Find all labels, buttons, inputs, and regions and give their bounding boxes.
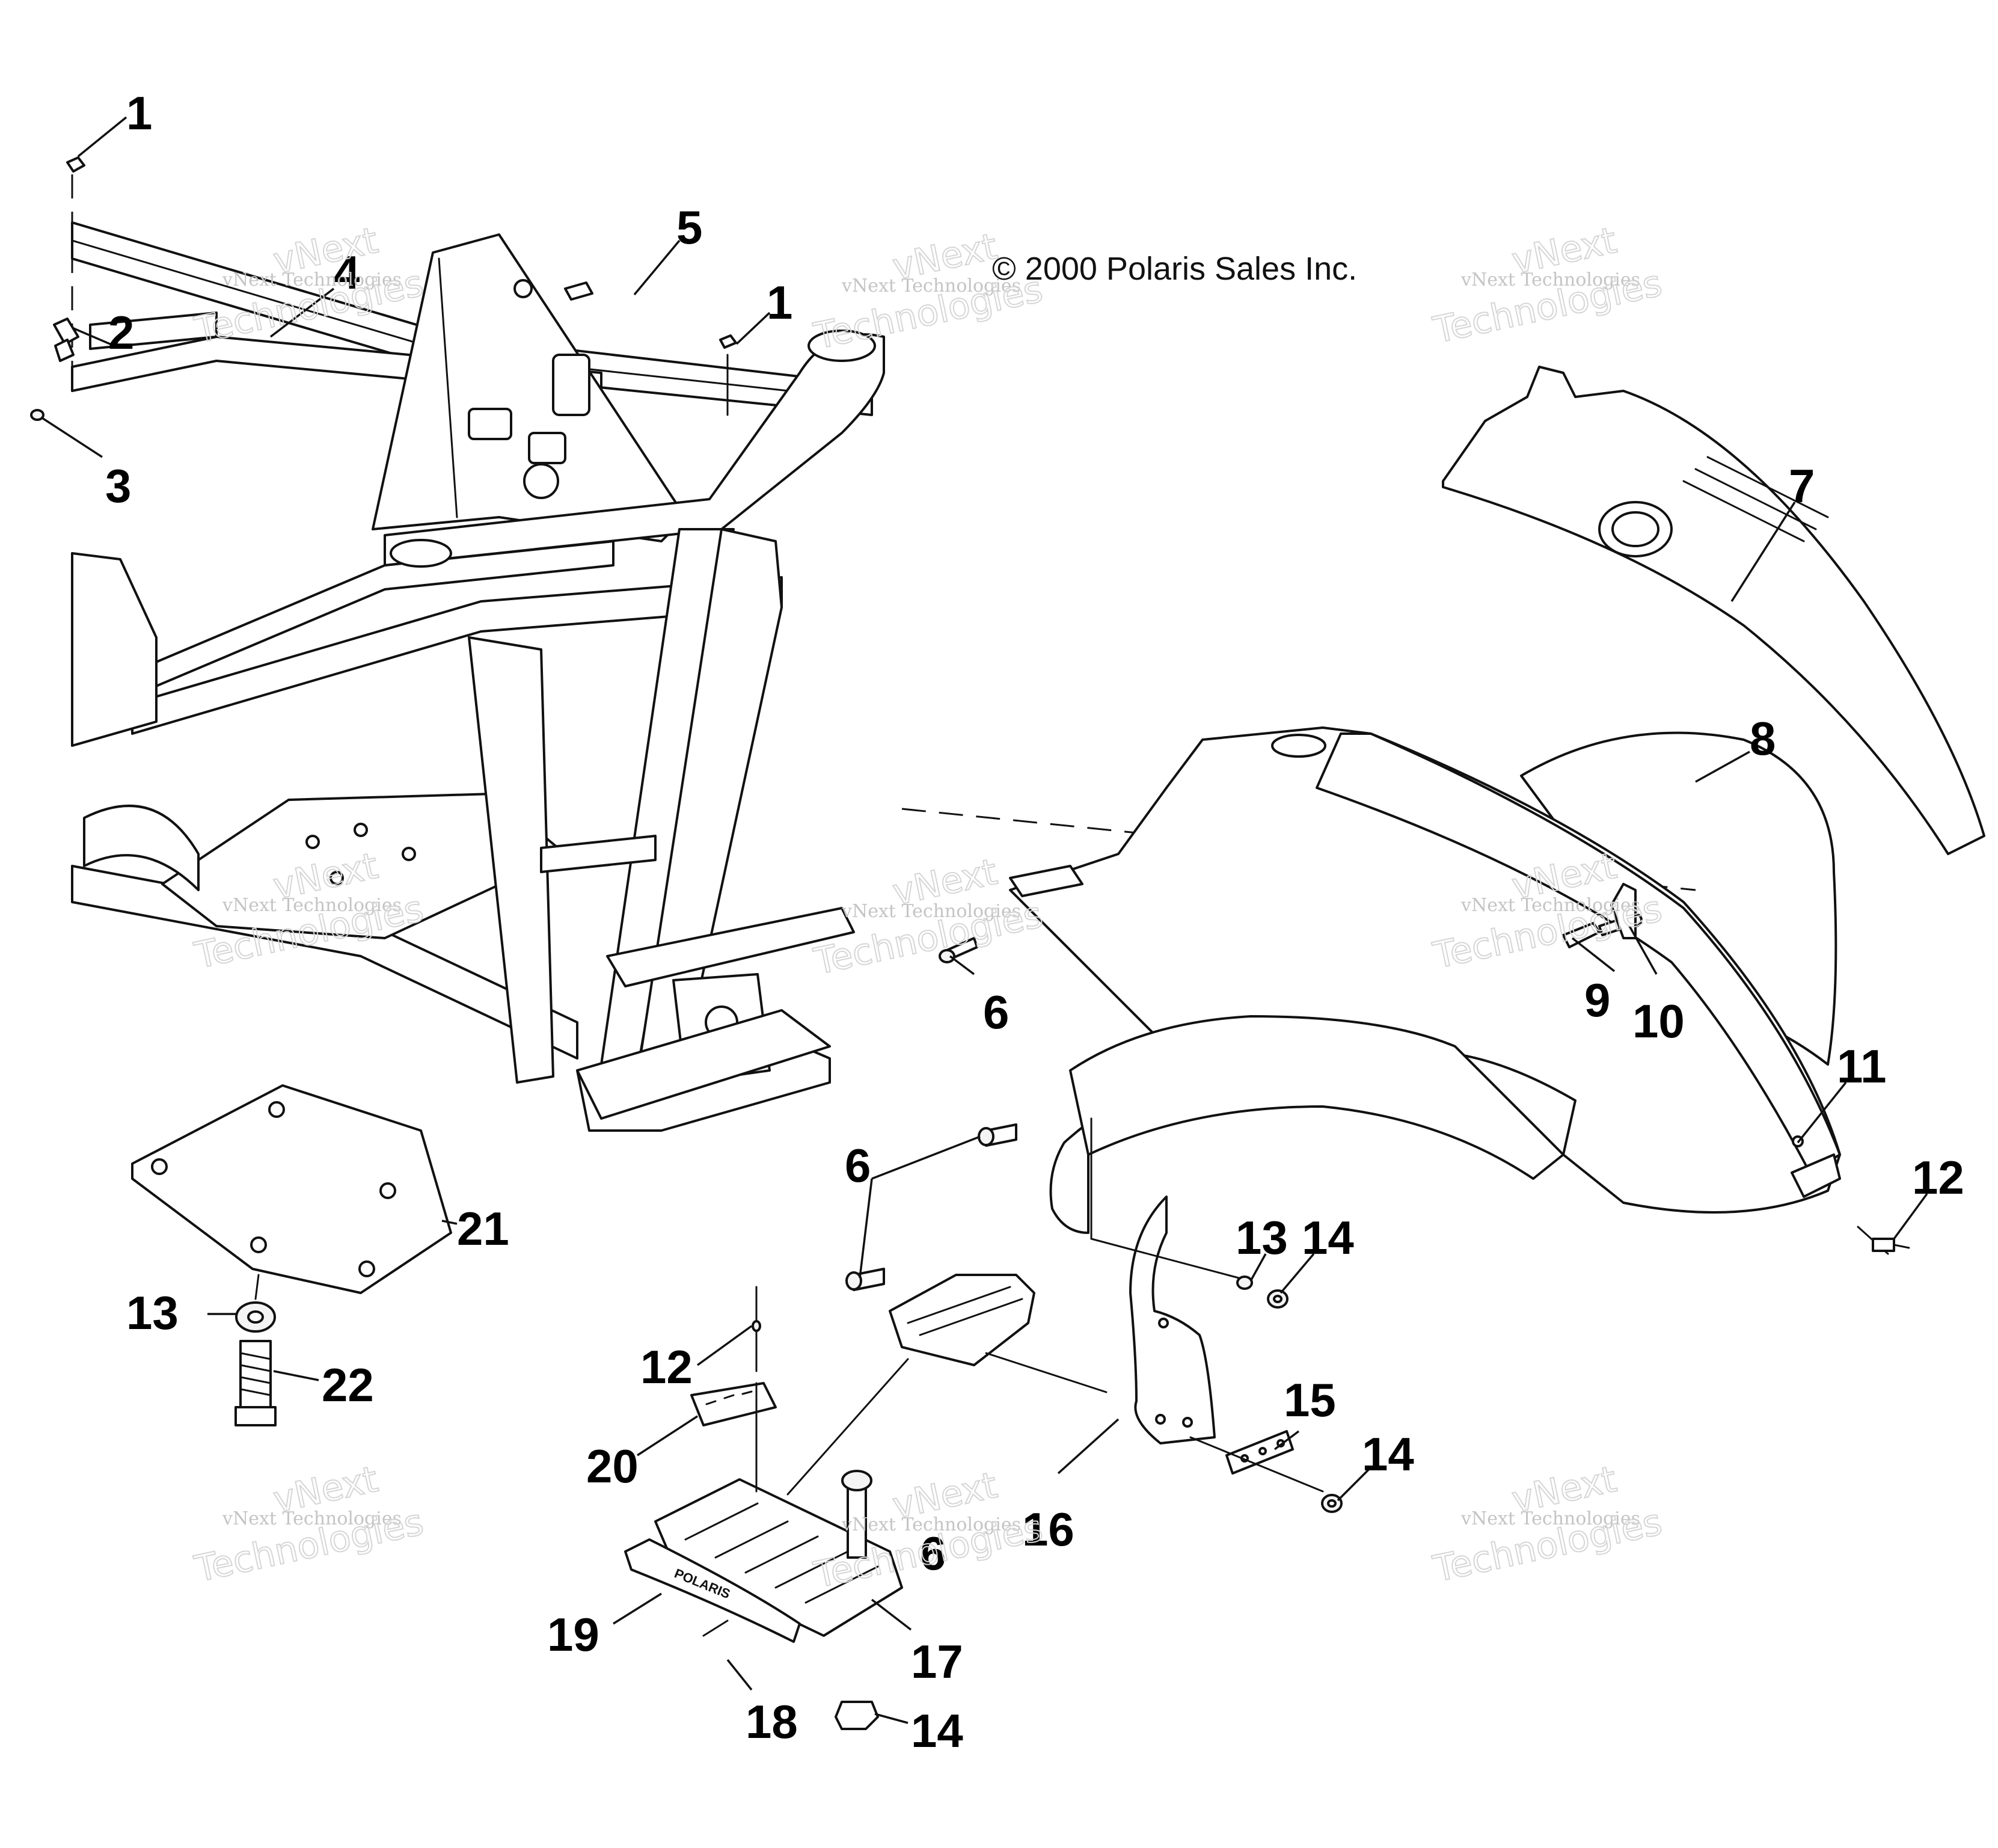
callout-22: 22 — [322, 1358, 374, 1411]
callout-13-fender: 13 — [1236, 1211, 1288, 1264]
callout-2: 2 — [108, 306, 134, 359]
callout-4: 4 — [334, 246, 360, 299]
frame-clips — [30, 156, 737, 421]
skid-plate-hardware — [234, 1274, 277, 1426]
watermark-text: vNext Technologies — [841, 1514, 1021, 1535]
callout-1-top-left: 1 — [126, 87, 152, 140]
copyright-notice: © 2000 Polaris Sales Inc. — [992, 251, 1357, 287]
watermark-text: vNext Technologies — [222, 269, 402, 290]
callout-3: 3 — [105, 459, 131, 512]
callout-11: 11 — [1837, 1040, 1886, 1093]
skid-plate — [131, 1084, 452, 1294]
watermark-text: vNext Technologies — [1460, 269, 1640, 290]
callout-17: 17 — [911, 1635, 963, 1688]
mud-flap — [1129, 1196, 1216, 1444]
callout-14-plate: 14 — [1362, 1428, 1414, 1481]
callout-14-footrest: 14 — [911, 1704, 963, 1757]
frame-assembly — [71, 221, 885, 1132]
footrest-bracket — [845, 1123, 1035, 1366]
callout-15: 15 — [1284, 1374, 1336, 1426]
callout-12-footrest: 12 — [640, 1340, 693, 1393]
callout-numbers: 1 2 3 4 5 1 7 8 6 9 10 11 12 6 13 14 21 … — [105, 87, 1964, 1757]
callout-21: 21 — [457, 1202, 509, 1255]
watermark: vNext Technologies vNext Technologies — [1429, 219, 1667, 352]
callout-14-fender: 14 — [1302, 1211, 1354, 1264]
callout-6-lower: 6 — [920, 1527, 946, 1580]
callout-9: 9 — [1584, 974, 1610, 1027]
callout-7: 7 — [1789, 459, 1815, 512]
watermark: vNext Technologies vNext Technologies — [810, 225, 1047, 358]
front-rack-panel — [1442, 366, 1985, 855]
watermark-text: vNext Technologies — [841, 275, 1021, 296]
callout-16: 16 — [1022, 1503, 1074, 1556]
watermark: vNext Technologies vNext Technologies — [1429, 1458, 1667, 1591]
watermark-text: vNext Technologies — [222, 1508, 402, 1529]
callout-19: 19 — [547, 1608, 599, 1661]
watermark-text: vNext Technologies — [841, 901, 1021, 922]
watermark: vNext Technologies vNext Technologies — [1429, 844, 1667, 978]
callout-12-right: 12 — [1912, 1151, 1964, 1204]
callout-5: 5 — [676, 201, 702, 254]
callout-20: 20 — [586, 1440, 639, 1493]
footrest: POLARIS — [624, 1382, 903, 1730]
watermark: vNext Technologies vNext Technologies — [810, 850, 1047, 984]
fender-washer-nut — [1236, 1275, 1289, 1309]
footrest-clip — [690, 1286, 777, 1426]
front-fender — [901, 726, 1841, 1234]
watermark-text: vNext Technologies — [1460, 1508, 1640, 1529]
watermark: vNext Technologies vNext Technologies — [191, 844, 428, 978]
fender-rivet-right — [1857, 1226, 1910, 1255]
watermark: vNext Technologies vNext Technologies — [191, 1458, 428, 1591]
callout-6-middle: 6 — [845, 1139, 871, 1192]
watermark-text: vNext Technologies — [1460, 895, 1640, 916]
flap-plate — [1225, 1430, 1343, 1513]
callout-6-upper: 6 — [983, 986, 1009, 1039]
callout-1-center: 1 — [767, 276, 792, 329]
callout-13-skid: 13 — [126, 1286, 179, 1339]
callout-8: 8 — [1750, 712, 1776, 765]
callout-10: 10 — [1632, 995, 1685, 1048]
leader-lines — [41, 116, 1928, 1724]
fender-bolts — [1562, 883, 1643, 948]
callout-18: 18 — [746, 1695, 798, 1748]
watermark-text: vNext Technologies — [222, 895, 402, 916]
fender-screw-upper — [939, 937, 978, 963]
